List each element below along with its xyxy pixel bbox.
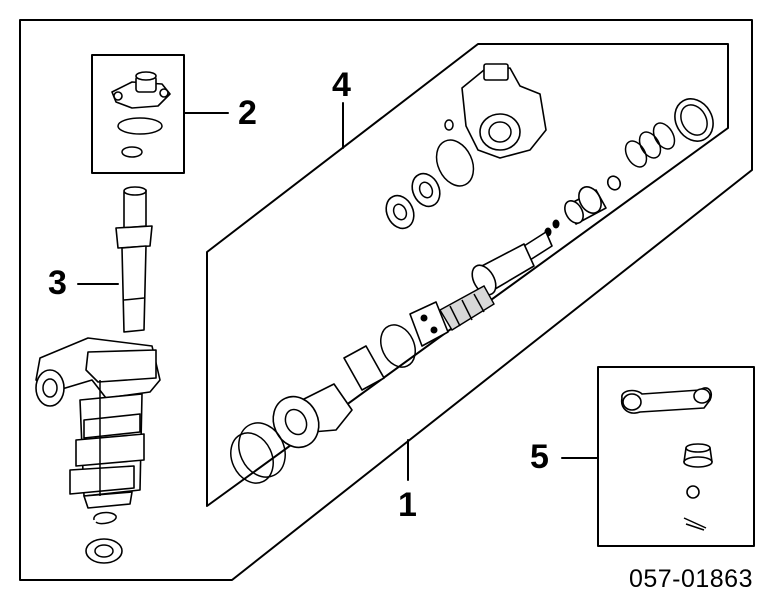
- part-3-gear-housing: [35, 186, 161, 564]
- part-4-internal-components: [230, 63, 714, 484]
- callout-3: 3: [48, 264, 67, 302]
- callout-4: 4: [332, 66, 351, 104]
- part-number-label: 057-01863: [628, 565, 753, 593]
- part-2-cover-assembly: [111, 71, 171, 158]
- callout-5: 5: [530, 438, 549, 476]
- outer-frame: [19, 19, 753, 581]
- part-5-pitman-arm: [620, 387, 713, 531]
- callout-2: 2: [238, 94, 257, 132]
- callout-1: 1: [398, 486, 417, 524]
- inset-box-5: [597, 366, 755, 547]
